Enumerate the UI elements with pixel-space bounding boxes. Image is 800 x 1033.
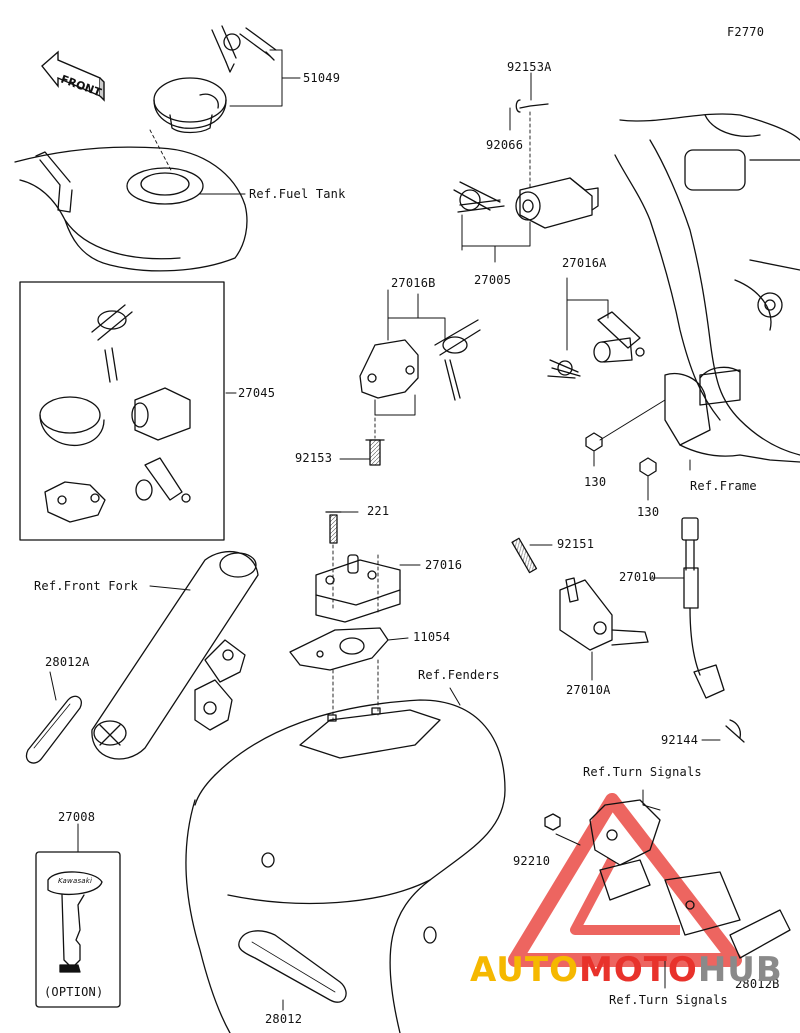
switch-27010 <box>681 517 745 743</box>
bracket-27016 <box>315 554 401 623</box>
label-ref-front-fork: Ref.Front Fork <box>34 579 138 593</box>
bracket-27016B <box>359 319 481 401</box>
label-28012B: 28012B <box>735 977 780 991</box>
label-27045: 27045 <box>238 386 276 400</box>
label-92153A: 92153A <box>507 60 552 74</box>
figure-code: F2770 <box>727 25 765 39</box>
leader-lines <box>49 49 761 1011</box>
front-fork <box>91 551 259 760</box>
key-brand-text: Kawasaki <box>58 877 93 885</box>
frame <box>614 113 800 463</box>
label-27010A: 27010A <box>566 683 611 697</box>
bracket-27016A <box>547 311 645 379</box>
label-ref-fenders: Ref.Fenders <box>418 668 500 682</box>
bolt-221 <box>325 511 342 544</box>
label-11054: 11054 <box>413 630 451 644</box>
label-92066: 92066 <box>486 138 524 152</box>
label-27010: 27010 <box>619 570 657 584</box>
label-ref-turn-signals-top: Ref.Turn Signals <box>583 765 702 779</box>
label-27016B: 27016B <box>391 276 436 290</box>
label-ref-fuel-tank: Ref.Fuel Tank <box>249 187 346 201</box>
turn-signal-bracket <box>544 799 791 959</box>
reflector-28012A <box>25 695 82 764</box>
label-27016: 27016 <box>425 558 463 572</box>
rear-fender <box>185 699 506 1033</box>
watermark-logo: AUTOMOTOHUB <box>470 950 783 990</box>
plate-11054 <box>289 627 389 671</box>
label-ref-turn-signals-bottom: Ref.Turn Signals <box>609 993 728 1007</box>
front-arrow-icon: FRONT <box>41 50 105 102</box>
label-option: (OPTION) <box>44 985 104 999</box>
label-ref-frame: Ref.Frame <box>690 479 757 493</box>
fuel-tank <box>14 146 248 272</box>
watermark-part-3: HUB <box>697 950 783 990</box>
label-27008: 27008 <box>58 810 96 824</box>
label-92144: 92144 <box>661 733 699 747</box>
label-130-left: 130 <box>584 475 607 489</box>
label-27005: 27005 <box>474 273 512 287</box>
label-92151: 92151 <box>557 537 595 551</box>
bolt-92153 <box>365 439 385 466</box>
watermark-triangle <box>508 793 742 967</box>
fuel-cap-51049 <box>153 25 277 134</box>
watermark-part-2: MOTO <box>578 950 698 990</box>
kit-27045-box <box>19 281 225 541</box>
reflector-28012 <box>238 930 347 1003</box>
ignition-switch-27005 <box>453 99 599 229</box>
label-92153: 92153 <box>295 451 333 465</box>
label-221: 221 <box>367 504 390 518</box>
label-28012: 28012 <box>265 1012 303 1026</box>
label-27016A: 27016A <box>562 256 607 270</box>
label-28012A: 28012A <box>45 655 90 669</box>
label-92210: 92210 <box>513 854 551 868</box>
label-51049: 51049 <box>303 71 341 85</box>
watermark-part-1: AUTO <box>470 950 579 990</box>
nut-130 <box>585 432 657 477</box>
switch-27010A <box>511 537 649 651</box>
label-130-right: 130 <box>637 505 660 519</box>
